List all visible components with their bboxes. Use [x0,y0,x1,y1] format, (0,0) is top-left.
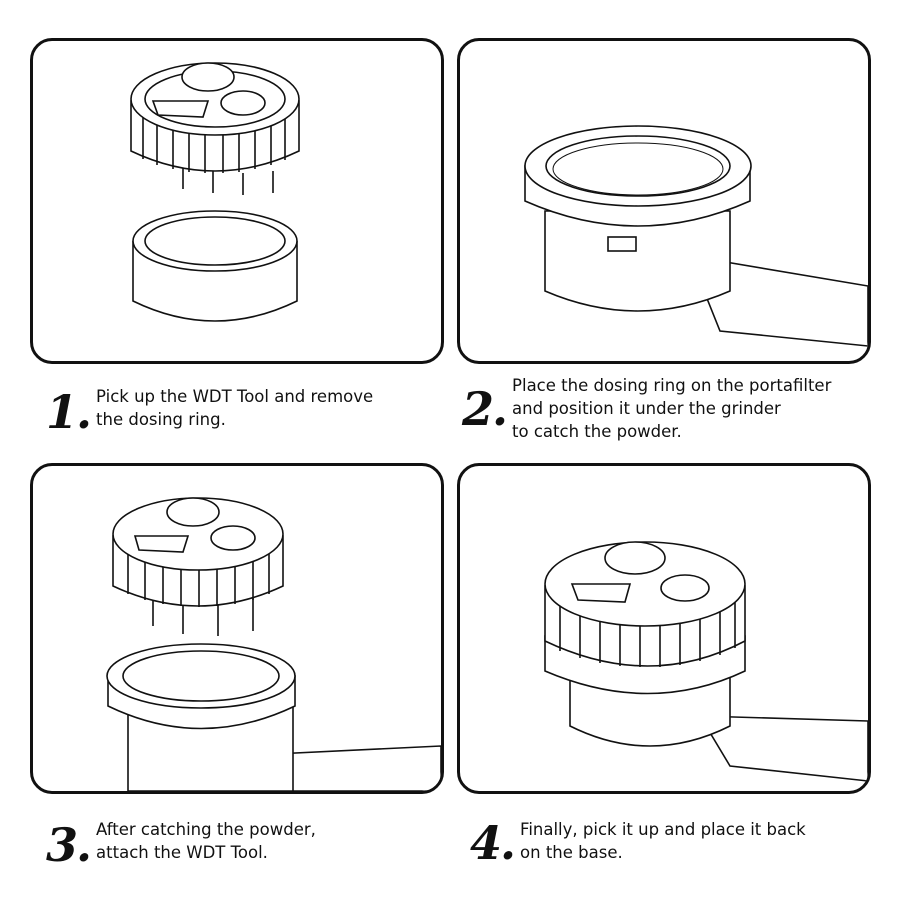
portafilter-handle [688,254,868,347]
step-number: 1. [46,385,92,439]
attach-wdt-tool-drawing [106,497,441,791]
step-text: Finally, pick it up and place it back on… [520,820,806,862]
wdt-tool-and-dosing-ring-drawing [130,62,300,322]
step-number: 4. [470,816,516,870]
step-text: Pick up the WDT Tool and remove the dosi… [96,387,374,429]
step-4-illustration-panel [457,463,871,794]
step-2-illustration-panel [457,38,871,364]
wdt-tool-on-base-drawing [544,541,868,782]
step-2-caption: 2. Place the dosing ring on the portafil… [462,374,831,443]
step-number: 3. [46,818,92,872]
step-4-caption: 4. Finally, pick it up and place it back… [470,818,806,866]
step-text: Place the dosing ring on the portafilter… [512,376,832,441]
step-1-illustration-panel [30,38,444,364]
step-text: After catching the powder, attach the WD… [96,820,316,862]
step-3-caption: 3. After catching the powder, attach the… [46,818,316,868]
step-number: 2. [462,382,508,436]
step-3-illustration-panel [30,463,444,794]
dosing-ring-drawing [132,210,298,322]
step-1-caption: 1. Pick up the WDT Tool and remove the d… [46,385,373,435]
dosing-ring-on-portafilter-drawing [524,125,868,347]
portafilter-basket [544,210,731,312]
wdt-tool-drawing [130,62,300,195]
